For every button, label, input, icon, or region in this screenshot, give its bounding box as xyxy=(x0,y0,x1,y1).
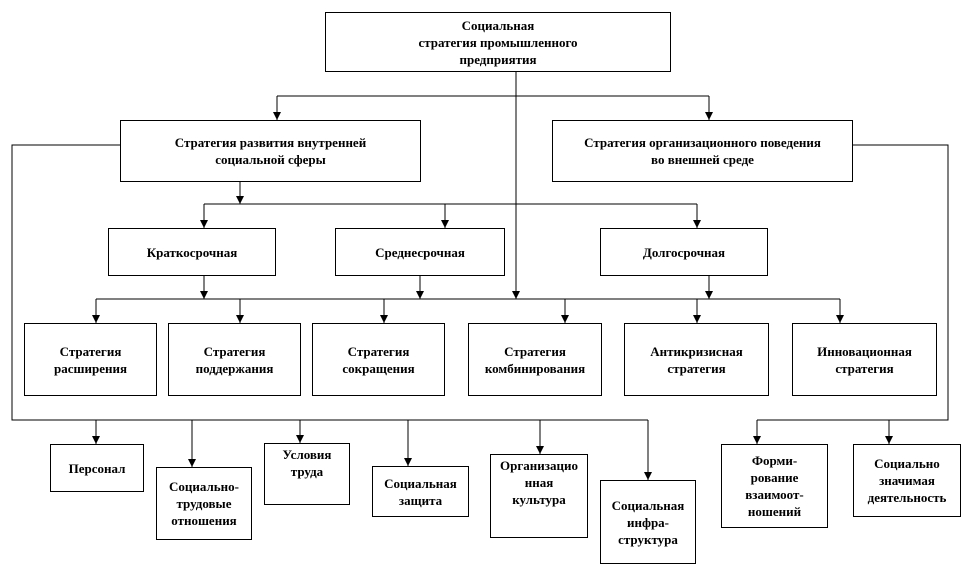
area-social-protection-label: Социальная защита xyxy=(384,475,457,508)
strategy-box-support: Стратегия поддержания xyxy=(168,323,301,396)
area-box-org-culture: Организацио нная культура xyxy=(490,454,588,538)
branch-box-external-behavior: Стратегия организационного поведения во … xyxy=(552,120,853,182)
strategy-expansion-label: Стратегия расширения xyxy=(54,343,127,376)
area-box-personnel: Персонал xyxy=(50,444,144,492)
horizon-short-label: Краткосрочная xyxy=(146,244,238,260)
strategy-box-combination: Стратегия комбинирования xyxy=(468,323,602,396)
connector-line-27 xyxy=(757,144,949,421)
area-personnel-label: Персонал xyxy=(68,460,126,476)
horizon-long-label: Долгосрочная xyxy=(642,244,726,260)
arrow-head-icon xyxy=(561,315,569,323)
area-box-labor-relations: Социально- трудовые отношения xyxy=(156,467,252,540)
branch-external-label: Стратегия организационного поведения во … xyxy=(584,135,821,167)
arrow-head-icon xyxy=(296,435,304,443)
area-work-conditions-label: Условия труда xyxy=(282,447,332,479)
strategy-anticrisis-label: Антикризисная стратегия xyxy=(650,343,743,376)
strategy-innovation-label: Инновационная стратегия xyxy=(817,343,912,376)
connector-line-20 xyxy=(11,144,648,421)
area-box-social-infrastructure: Социальная инфра- структура xyxy=(600,480,696,564)
arrow-head-icon xyxy=(885,436,893,444)
arrow-head-icon xyxy=(536,446,544,454)
area-box-social-activity: Социально значимая деятельность xyxy=(853,444,961,517)
arrow-head-icon xyxy=(200,291,208,299)
area-social-activity-label: Социально значимая деятельность xyxy=(867,456,947,505)
arrow-head-icon xyxy=(273,112,281,120)
branch-box-internal-sphere: Стратегия развития внутренней социальной… xyxy=(120,120,421,182)
strategy-support-label: Стратегия поддержания xyxy=(195,343,274,376)
strategy-reduction-label: Стратегия сокращения xyxy=(342,343,415,376)
branch-internal-label: Стратегия развития внутренней социальной… xyxy=(174,135,367,167)
arrow-head-icon xyxy=(705,112,713,120)
area-org-culture-label: Организацио нная культура xyxy=(500,458,578,507)
arrow-head-icon xyxy=(836,315,844,323)
strategy-box-expansion: Стратегия расширения xyxy=(24,323,157,396)
area-labor-relations-label: Социально- трудовые отношения xyxy=(169,479,239,528)
arrow-head-icon xyxy=(236,196,244,204)
arrow-head-icon xyxy=(236,315,244,323)
arrow-head-icon xyxy=(416,291,424,299)
root-label: Социальная стратегия промышленного предп… xyxy=(418,17,578,67)
area-social-infra-label: Социальная инфра- структура xyxy=(611,497,685,547)
arrow-head-icon xyxy=(705,291,713,299)
area-box-forming-relations: Форми- рование взаимоот- ношений xyxy=(721,444,828,528)
arrow-head-icon xyxy=(441,220,449,228)
area-box-social-protection: Социальная защита xyxy=(372,466,469,517)
horizon-box-medium-term: Среднесрочная xyxy=(335,228,505,276)
strategy-box-anticrisis: Антикризисная стратегия xyxy=(624,323,769,396)
arrow-head-icon xyxy=(92,315,100,323)
arrow-head-icon xyxy=(380,315,388,323)
horizon-medium-label: Среднесрочная xyxy=(375,244,465,260)
arrow-head-icon xyxy=(644,472,652,480)
area-relations-label: Форми- рование взаимоот- ношений xyxy=(745,453,804,519)
arrow-head-icon xyxy=(753,436,761,444)
arrow-head-icon xyxy=(92,436,100,444)
strategy-box-reduction: Стратегия сокращения xyxy=(312,323,445,396)
arrow-head-icon xyxy=(693,220,701,228)
strategy-box-innovation: Инновационная стратегия xyxy=(792,323,937,396)
arrow-head-icon xyxy=(404,458,412,466)
arrow-head-icon xyxy=(693,315,701,323)
root-box-social-strategy: Социальная стратегия промышленного предп… xyxy=(325,12,671,72)
strategy-combination-label: Стратегия комбинирования xyxy=(484,343,586,376)
horizon-box-long-term: Долгосрочная xyxy=(600,228,768,276)
arrow-head-icon xyxy=(188,459,196,467)
horizon-box-short-term: Краткосрочная xyxy=(108,228,276,276)
area-box-work-conditions: Условия труда xyxy=(264,443,350,505)
arrow-head-icon xyxy=(512,291,520,299)
arrow-head-icon xyxy=(200,220,208,228)
